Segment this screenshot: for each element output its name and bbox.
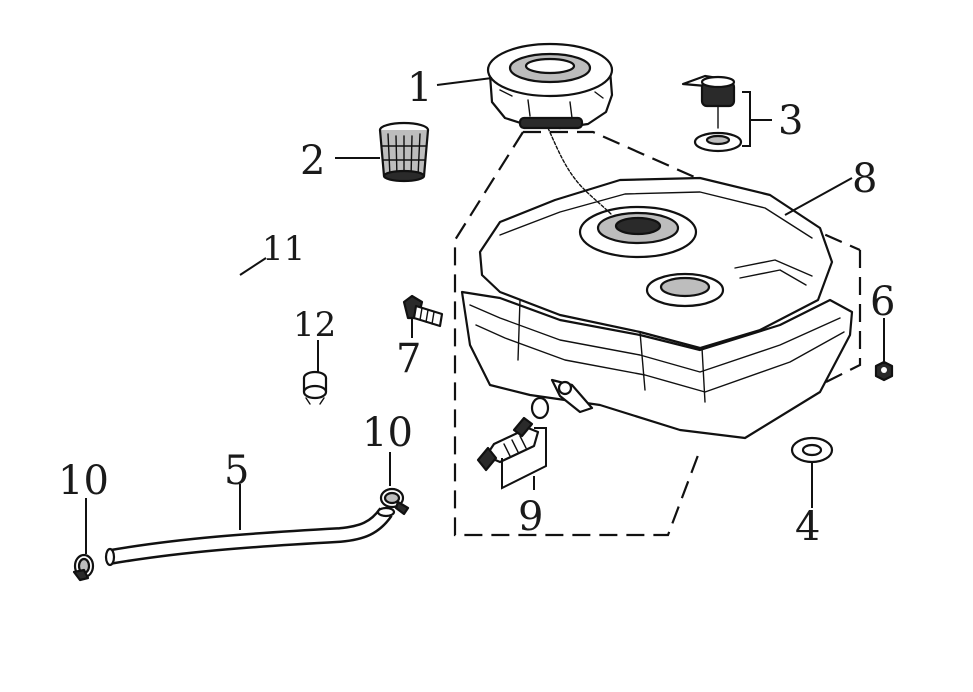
- part-label-clip: 12: [293, 305, 336, 345]
- part-label-fuel-hose: 5: [224, 448, 249, 494]
- fuel-gauge-drawing: [681, 74, 743, 153]
- part-label-hose-clamp-right: 10: [362, 410, 413, 456]
- part-label-fuel-gauge: 3: [778, 98, 803, 144]
- part-label-fuel-tank: 8: [852, 156, 877, 202]
- fuel-cock-drawing: [476, 396, 550, 472]
- clip-drawing: [302, 370, 328, 405]
- nut-drawing: [874, 360, 894, 382]
- part-label-fuel-cock: 9: [518, 494, 543, 540]
- assembly-boundary: [453, 130, 862, 537]
- breather-tube-drawing: [213, 267, 283, 393]
- washer-drawing: [790, 436, 834, 464]
- fuel-cap-drawing: [486, 42, 614, 130]
- fuel-tank-drawing: [460, 176, 854, 440]
- hose-clamp-right-drawing: [379, 487, 410, 516]
- part-label-strainer: 2: [300, 138, 325, 184]
- part-label-bolt: 7: [396, 336, 421, 382]
- fuel-hose-drawing: [104, 506, 396, 567]
- part-label-washer: 4: [795, 504, 820, 550]
- part-label-hose-clamp-left: 10: [58, 458, 109, 504]
- cap-chain: [547, 127, 613, 216]
- strainer-drawing: [378, 121, 430, 183]
- part-label-breather-tube: 11: [262, 229, 305, 269]
- leader-lines: [85, 77, 885, 554]
- part-label-nut: 6: [870, 279, 895, 325]
- part-label-fuel-cap: 1: [407, 65, 432, 111]
- bolt-drawing: [402, 294, 444, 328]
- hose-clamp-left-drawing: [72, 553, 95, 582]
